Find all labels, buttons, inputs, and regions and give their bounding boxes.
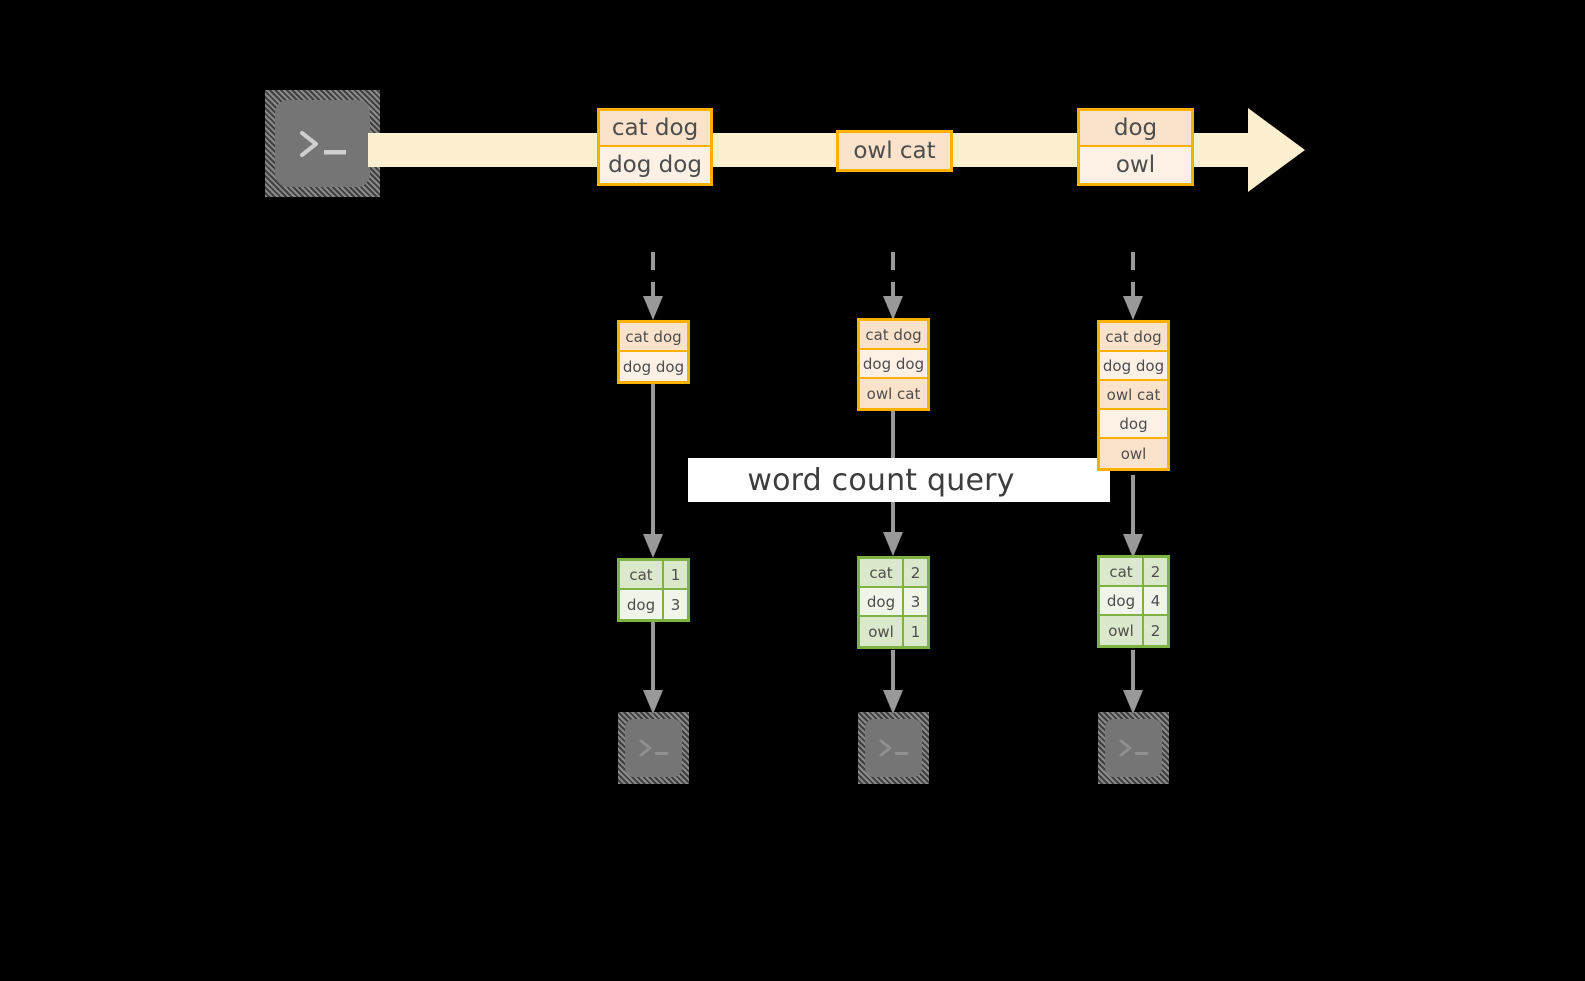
stream-batch-1-line: dog dog	[600, 147, 710, 183]
result-word: owl	[1100, 616, 1144, 645]
input-table-3: cat dog dog dog owl cat dog owl	[1097, 320, 1170, 471]
sink-terminal-icon-3	[1098, 712, 1169, 784]
result-word: dog	[860, 588, 904, 615]
connector-result-to-sink-3	[1117, 650, 1149, 716]
input-table-3-row: dog	[1100, 410, 1167, 439]
result-count: 3	[664, 590, 687, 619]
result-count: 1	[664, 561, 687, 588]
result-count: 2	[904, 559, 927, 586]
source-terminal-icon	[265, 90, 380, 197]
connector-stream-to-table-2	[877, 252, 909, 322]
connector-stream-to-table-1	[637, 252, 669, 322]
result-word: dog	[620, 590, 664, 619]
result-table-2: cat 2 dog 3 owl 1	[857, 556, 930, 649]
result-table-2-row: owl 1	[860, 617, 927, 646]
result-word: cat	[620, 561, 664, 588]
result-count: 2	[1144, 616, 1167, 645]
input-table-3-row: owl cat	[1100, 381, 1167, 410]
result-table-2-row: dog 3	[860, 588, 927, 617]
prompt-glyph	[872, 735, 916, 761]
input-table-2-row: cat dog	[860, 321, 927, 350]
result-table-1: cat 1 dog 3	[617, 558, 690, 622]
stream-batch-3-line: dog	[1080, 111, 1191, 147]
stream-batch-2-line: owl cat	[839, 133, 950, 169]
prompt-glyph	[632, 735, 676, 761]
result-word: owl	[860, 617, 904, 646]
result-word: cat	[860, 559, 904, 586]
result-table-3-row: owl 2	[1100, 616, 1167, 645]
connector-table-to-result-3	[1117, 475, 1149, 560]
input-table-2: cat dog dog dog owl cat	[857, 318, 930, 411]
input-table-3-row: cat dog	[1100, 323, 1167, 352]
connector-result-to-sink-2	[877, 650, 909, 716]
input-table-1: cat dog dog dog	[617, 320, 690, 384]
result-table-1-row: dog 3	[620, 590, 687, 619]
query-banner: word count query	[688, 458, 1110, 502]
query-label: word count query	[747, 462, 1015, 498]
stream-batch-3: dog owl	[1077, 108, 1194, 186]
input-table-1-row: cat dog	[620, 323, 687, 352]
connector-stream-to-table-3	[1117, 252, 1149, 322]
stream-batch-1-line: cat dog	[600, 111, 710, 147]
result-table-3-row: cat 2	[1100, 558, 1167, 587]
input-table-1-row: dog dog	[620, 352, 687, 381]
input-table-3-row: dog dog	[1100, 352, 1167, 381]
result-table-3-row: dog 4	[1100, 587, 1167, 616]
stream-batch-1: cat dog dog dog	[597, 108, 713, 186]
prompt-glyph	[1112, 735, 1156, 761]
connector-table-to-result-1	[637, 384, 669, 560]
result-word: dog	[1100, 587, 1144, 614]
connector-result-to-sink-1	[637, 620, 669, 716]
result-count: 2	[1144, 558, 1167, 585]
result-count: 1	[904, 617, 927, 646]
result-count: 3	[904, 588, 927, 615]
result-table-1-row: cat 1	[620, 561, 687, 590]
input-table-3-row: owl	[1100, 439, 1167, 468]
result-table-3: cat 2 dog 4 owl 2	[1097, 555, 1170, 648]
result-word: cat	[1100, 558, 1144, 585]
prompt-glyph	[288, 124, 358, 164]
result-count: 4	[1144, 587, 1167, 614]
stream-batch-2: owl cat	[836, 130, 953, 172]
stream-batch-3-line: owl	[1080, 147, 1191, 183]
input-table-2-row: dog dog	[860, 350, 927, 379]
sink-terminal-icon-1	[618, 712, 689, 784]
result-table-2-row: cat 2	[860, 559, 927, 588]
sink-terminal-icon-2	[858, 712, 929, 784]
input-table-2-row: owl cat	[860, 379, 927, 408]
